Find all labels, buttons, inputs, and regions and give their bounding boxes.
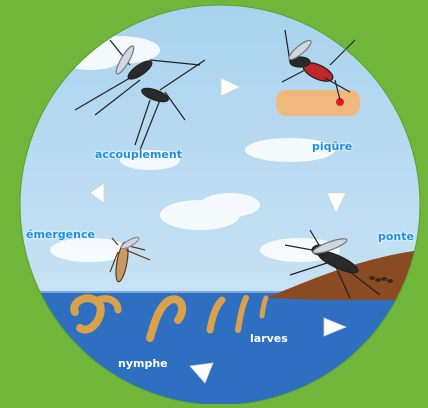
label-piqure: piqûre [312,140,352,153]
label-ponte: ponte [378,230,414,243]
label-emergence: émergence [26,228,95,241]
label-nymphe: nymphe [118,357,168,370]
label-accouplement: accouplement [95,148,182,161]
label-larves: larves [250,332,288,345]
skin-patch [276,90,360,116]
